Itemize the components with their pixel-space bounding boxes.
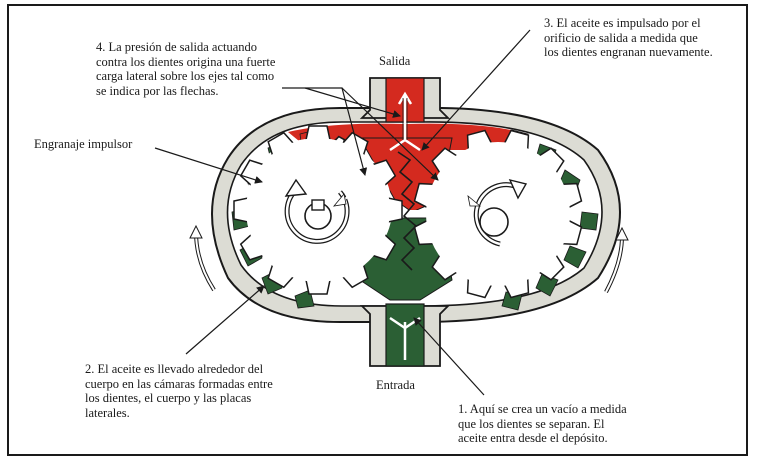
mesh-line (397, 151, 418, 271)
note-outlet-discharge: 3. El aceite es impulsado por el orifici… (544, 16, 713, 59)
driving-gear-label: Engranaje impulsor (34, 137, 133, 151)
driving-gear (233, 125, 403, 295)
inlet-label: Entrada (376, 378, 415, 392)
outlet-flow-arrow-outline (402, 98, 408, 140)
outlet-label: Salida (379, 54, 411, 68)
outlet-flow-arrow (389, 91, 421, 152)
leader-lines (154, 29, 531, 396)
note-inlet-vacuum: 1. Aquí se crea un vacío a medida que lo… (458, 402, 627, 445)
housing-flow-arrows (189, 224, 629, 293)
note-chamber-transport: 2. El aceite es llevado alrededor del cu… (85, 362, 273, 420)
driven-gear (413, 129, 583, 299)
note-side-load: 4. La presión de salida actuando contra … (96, 40, 276, 98)
